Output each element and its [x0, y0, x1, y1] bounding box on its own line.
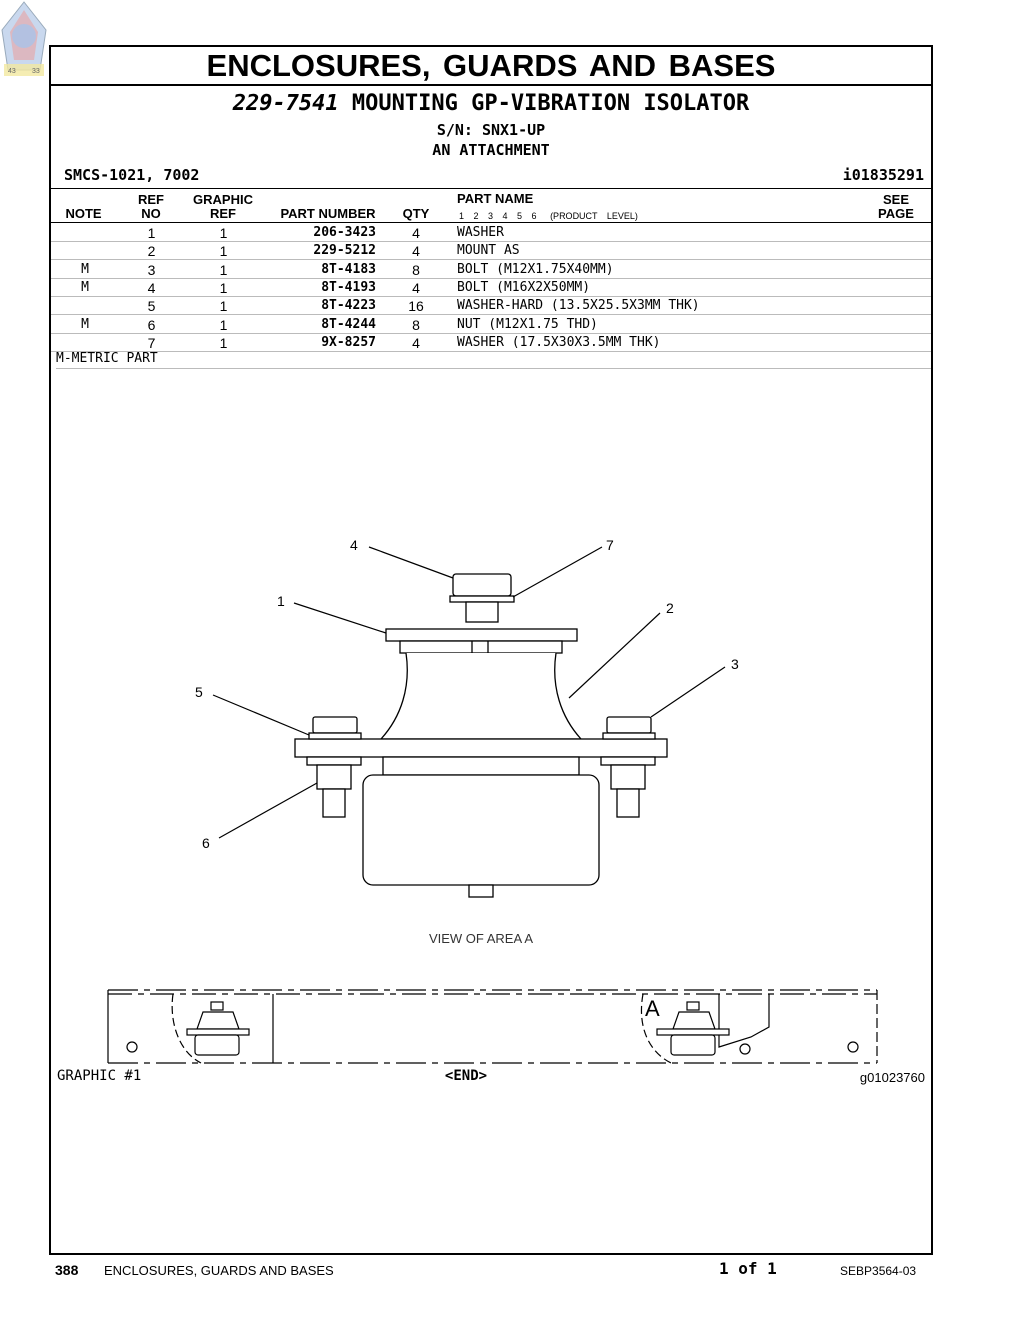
qty-cell: 4 — [412, 334, 420, 351]
area-a-label: A — [645, 996, 660, 1021]
header-see-top: SEE — [882, 192, 909, 207]
logo-number-right: 33 — [32, 68, 40, 75]
product-level-columns: 1 2 3 4 5 6 (PRODUCT LEVEL) — [459, 211, 638, 221]
part-name-cell: WASHER — [457, 225, 504, 240]
part-number-cell: 8T-4223 — [321, 298, 376, 314]
header-note: NOTE — [65, 206, 102, 221]
note-cell: M — [81, 279, 89, 295]
header-part-number: PART NUMBER — [280, 206, 376, 221]
graphic-ref-cell: 1 — [219, 279, 228, 296]
graphic-ref-cell: 1 — [219, 225, 228, 241]
header-qty: QTY — [402, 206, 430, 221]
header-see-bottom: PAGE — [878, 206, 914, 221]
part-name-cell: WASHER-HARD (13.5X25.5X3MM THK) — [457, 298, 700, 314]
header-ref-bottom: NO — [141, 206, 161, 221]
table-row: 5 1 8T-4223 16 WASHER-HARD (13.5X25.5X3MM TH… — [51, 296, 931, 316]
ref-cell: 1 — [147, 225, 156, 241]
header-ref-top: REF — [138, 192, 164, 207]
graphic-label: GRAPHIC #1 — [57, 1068, 142, 1084]
footer-page-number: 388 — [55, 1262, 79, 1278]
attachment-label: AN ATTACHMENT — [432, 141, 550, 159]
part-name-cell: MOUNT AS — [457, 243, 520, 259]
qty-cell: 16 — [408, 298, 424, 315]
footer-section: ENCLOSURES, GUARDS AND BASES — [104, 1263, 334, 1278]
note-cell: M — [81, 316, 89, 332]
table-row: 2 1 229-5212 4 MOUNT AS — [51, 241, 931, 261]
callout-2: 2 — [666, 600, 674, 616]
publisher-logo: 43 33 — [1, 1, 47, 76]
note-cell: M — [81, 261, 89, 277]
product-level-label: (PRODUCT LEVEL) — [550, 211, 638, 221]
qty-cell: 4 — [412, 243, 420, 260]
table-row: 7 1 9X-8257 4 WASHER (17.5X30X3.5MM THK) — [51, 333, 931, 352]
part-number-cell: 9X-8257 — [321, 334, 376, 350]
logo-number-left: 43 — [8, 68, 16, 75]
table-row: 1 1 206-3423 4 WASHER — [51, 223, 931, 242]
qty-cell: 8 — [412, 316, 420, 333]
page-frame: ENCLOSURES, GUARDS AND BASES 229-7541 MO… — [49, 45, 933, 1255]
exploded-view-illustration: 4 7 1 2 3 5 6 — [107, 537, 878, 1064]
qty-cell: 4 — [412, 225, 420, 241]
parts-table-header: NOTE REF NO GRAPHIC REF PART NUMBER QTY … — [51, 188, 931, 223]
ref-cell: 5 — [147, 298, 156, 315]
ref-cell: 7 — [147, 334, 156, 351]
part-title: MOUNTING GP-VIBRATION ISOLATOR — [351, 91, 750, 116]
header-part-name: PART NAME — [457, 191, 534, 206]
serial-number: S/N: SNX1-UP — [436, 121, 546, 139]
graphic-id: g01023760 — [859, 1070, 925, 1085]
footer-page-of: 1 of 1 — [719, 1259, 777, 1278]
illustration-id: i01835291 — [842, 166, 924, 184]
table-row: M 6 1 8T-4244 8 NUT (M12X1.75 THD) — [51, 315, 931, 334]
part-name-cell: NUT (M12X1.75 THD) — [457, 316, 598, 332]
footer-document-id: SEBP3564-03 — [840, 1264, 917, 1278]
graphic-ref-cell: 1 — [219, 261, 228, 278]
part-number-cell: 8T-4183 — [321, 261, 376, 277]
graphic-ref-cell: 1 — [219, 316, 228, 333]
smcs-code: SMCS-1021, 7002 — [64, 166, 200, 184]
graphic-ref-cell: 1 — [219, 298, 228, 315]
part-number-cell: 206-3423 — [313, 225, 376, 240]
callout-7: 7 — [606, 537, 614, 553]
level-numbers: 1 2 3 4 5 6 — [459, 211, 537, 221]
header-graphic-top: GRAPHIC — [193, 192, 253, 207]
callout-6: 6 — [202, 835, 210, 851]
graphic-ref-cell: 1 — [219, 243, 228, 260]
qty-cell: 4 — [412, 279, 420, 296]
ref-cell: 3 — [147, 261, 156, 278]
table-row: M 4 1 8T-4193 4 BOLT (M16X2X50MM) — [51, 278, 931, 297]
callout-4: 4 — [350, 537, 358, 553]
part-number-cell: 8T-4193 — [321, 279, 376, 295]
part-name-cell: WASHER (17.5X30X3.5MM THK) — [457, 334, 661, 350]
section-title: ENCLOSURES, GUARDS AND BASES — [51, 47, 931, 86]
part-name-cell: BOLT (M12X1.75X40MM) — [457, 261, 614, 277]
end-marker: <END> — [444, 1068, 488, 1084]
view-caption: VIEW OF AREA A — [428, 931, 534, 946]
callout-3: 3 — [731, 656, 739, 672]
ref-cell: 6 — [147, 316, 156, 333]
table-row: M 3 1 8T-4183 8 BOLT (M12X1.75X40MM) — [51, 260, 931, 279]
part-number-heading: 229-7541 — [232, 91, 339, 116]
part-name-cell: BOLT (M16X2X50MM) — [457, 279, 591, 295]
metric-note: M-METRIC PART — [56, 351, 931, 369]
part-number-cell: 229-5212 — [313, 243, 376, 259]
qty-cell: 8 — [412, 261, 420, 278]
callout-5: 5 — [195, 684, 203, 700]
part-number-cell: 8T-4244 — [321, 316, 376, 332]
ref-cell: 2 — [147, 243, 156, 260]
graphic-ref-cell: 1 — [219, 334, 228, 351]
callout-1: 1 — [277, 593, 285, 609]
header-graphic-bottom: REF — [210, 206, 236, 221]
ref-cell: 4 — [147, 279, 156, 296]
part-heading: 229-7541 MOUNTING GP-VIBRATION ISOLATOR — [51, 91, 931, 116]
